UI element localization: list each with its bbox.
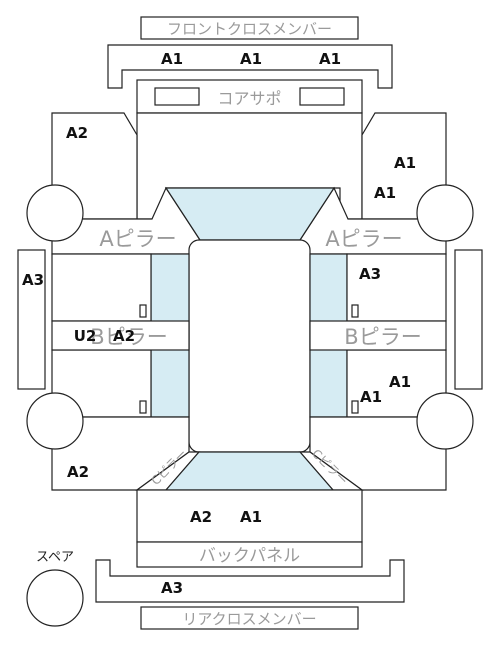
grade-front-cross-3: A1 xyxy=(319,50,341,68)
grade-front-cross-1: A1 xyxy=(161,50,183,68)
b-pillar-right-label: Bピラー xyxy=(344,325,421,349)
core-support-label: コアサポ xyxy=(217,89,281,108)
tire-spare[interactable] xyxy=(26,569,84,627)
right-rear-door-handle xyxy=(351,400,359,414)
tire-front-right[interactable] xyxy=(416,184,474,242)
trunk-lid[interactable] xyxy=(136,489,363,543)
back-panel-label: バックパネル xyxy=(199,546,300,566)
tire-front-left[interactable] xyxy=(26,184,84,242)
spare-label: スペア xyxy=(36,550,74,565)
left-front-door-handle xyxy=(139,304,147,318)
front-cross-member-box[interactable] xyxy=(140,16,359,40)
grade-rear-left: A2 xyxy=(67,463,89,481)
front-cross-member-label: フロントクロスメンバー xyxy=(167,20,332,38)
grade-front-cross-2: A1 xyxy=(240,50,262,68)
grade-trunk-1: A2 xyxy=(190,508,212,526)
rear-cross-member-label: リアクロスメンバー xyxy=(182,610,316,628)
rear-bumper-frame[interactable] xyxy=(95,559,405,603)
roof-panel[interactable] xyxy=(188,239,311,453)
right-front-door-handle xyxy=(351,304,359,318)
left-front-door[interactable] xyxy=(51,253,152,322)
grade-right-door-front: A3 xyxy=(359,265,381,283)
back-panel[interactable] xyxy=(136,541,363,568)
a-pillar-right-label: Aピラー xyxy=(325,227,402,251)
tire-rear-right[interactable] xyxy=(416,392,474,450)
grade-rear-cross: A3 xyxy=(161,579,183,597)
front-bumper-frame[interactable] xyxy=(107,44,393,89)
grade-left-door-1: U2 xyxy=(74,327,97,345)
b-pillar-left[interactable] xyxy=(51,320,190,351)
grade-trunk-2: A1 xyxy=(240,508,262,526)
grade-front-right-2: A1 xyxy=(374,184,396,202)
grade-right-door-rear-1: A1 xyxy=(389,373,411,391)
a-pillar-left-label: Aピラー xyxy=(99,227,176,251)
grade-front-left: A2 xyxy=(66,124,88,142)
grade-right-door-rear-2: A1 xyxy=(360,388,382,406)
headlight-right xyxy=(299,87,345,106)
tire-rear-left[interactable] xyxy=(26,392,84,450)
right-front-door[interactable] xyxy=(346,253,447,322)
grade-left-rocker: A3 xyxy=(22,271,44,289)
grade-left-door-2: A2 xyxy=(113,327,135,345)
right-side-sill[interactable] xyxy=(454,249,483,390)
b-pillar-left-label: Bピラー xyxy=(90,325,167,349)
b-pillar-right[interactable] xyxy=(309,320,447,351)
rear-cross-member-box[interactable] xyxy=(140,606,359,630)
headlight-left xyxy=(154,87,200,106)
left-side-sill[interactable] xyxy=(17,249,46,390)
grade-front-right-1: A1 xyxy=(394,154,416,172)
left-rear-door-handle xyxy=(139,400,147,414)
